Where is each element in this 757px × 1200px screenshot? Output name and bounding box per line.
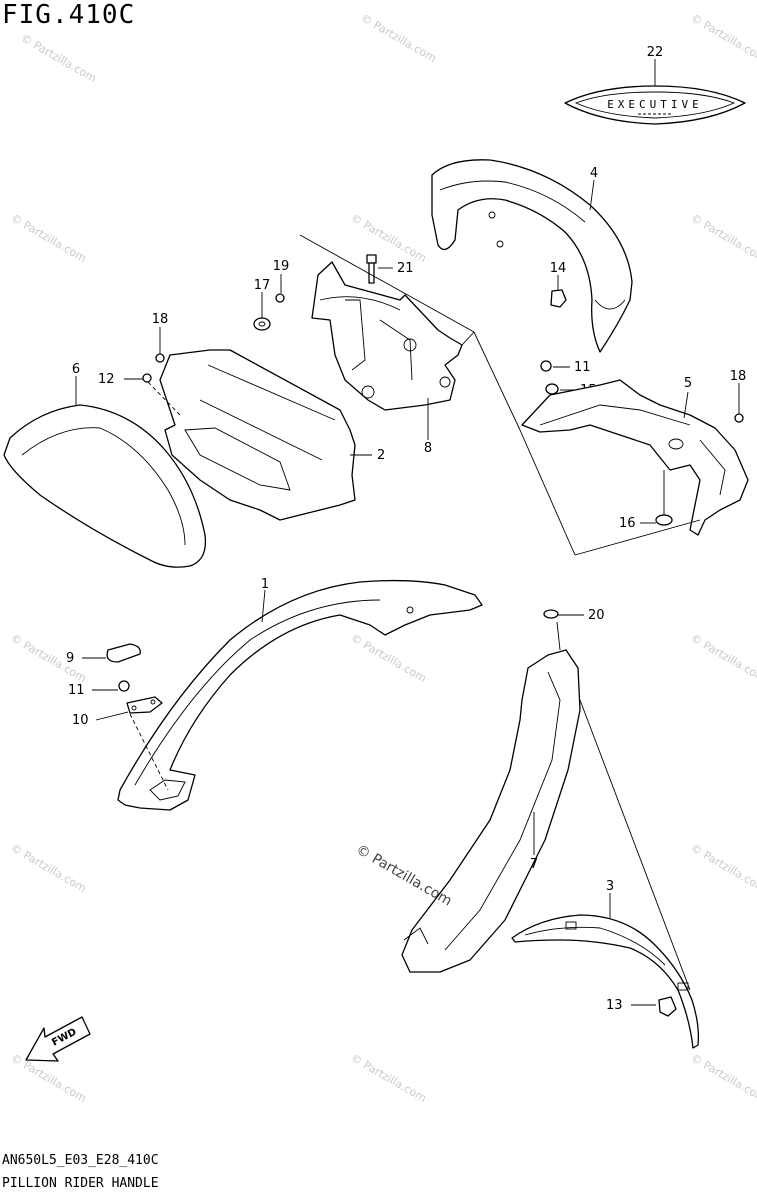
part-5-side-cover[interactable] bbox=[521, 379, 749, 536]
watermark: © Partzilla.com bbox=[359, 11, 439, 65]
watermark: © Partzilla.com bbox=[349, 631, 429, 685]
callout-14: 14 bbox=[550, 261, 567, 276]
callout-13: 13 bbox=[606, 998, 623, 1013]
callout-10: 10 bbox=[72, 713, 89, 728]
watermark: © Partzilla.com bbox=[689, 11, 757, 65]
watermark: © Partzilla.com bbox=[9, 211, 89, 265]
part-11-bolt-lower[interactable] bbox=[118, 680, 130, 692]
watermark: © Partzilla.com bbox=[349, 1051, 429, 1105]
callout-18-right: 18 bbox=[730, 369, 747, 384]
part-15-washer[interactable] bbox=[545, 383, 559, 395]
watermark: © Partzilla.com bbox=[19, 31, 99, 85]
watermark: © Partzilla.com bbox=[689, 211, 757, 265]
part-11-bolt-upper[interactable] bbox=[540, 360, 552, 372]
part-10-plate[interactable] bbox=[126, 696, 163, 714]
callout-1: 1 bbox=[261, 577, 269, 592]
callout-21: 21 bbox=[397, 261, 414, 276]
watermark: © Partzilla.com bbox=[689, 631, 757, 685]
callout-7: 7 bbox=[530, 857, 538, 872]
callout-8: 8 bbox=[424, 441, 432, 456]
part-17-cushion[interactable] bbox=[253, 317, 271, 331]
callout-3: 3 bbox=[606, 879, 614, 894]
watermark: © Partzilla.com bbox=[689, 841, 757, 895]
part-7-side-handle[interactable] bbox=[401, 649, 581, 973]
part-18-screw-left[interactable] bbox=[155, 353, 165, 363]
callout-2: 2 bbox=[377, 448, 385, 463]
watermark: © Partzilla.com bbox=[9, 841, 89, 895]
callout-12: 12 bbox=[98, 372, 115, 387]
callout-6: 6 bbox=[72, 362, 80, 377]
callout-18-left: 18 bbox=[152, 312, 169, 327]
watermark: © Partzilla.com bbox=[349, 211, 429, 265]
callout-11-lower: 11 bbox=[68, 683, 85, 698]
part-6-pad[interactable] bbox=[3, 404, 207, 568]
part-22-emblem[interactable]: EXECUTIVE bbox=[564, 85, 746, 125]
part-13-clip-nut[interactable] bbox=[658, 996, 677, 1017]
fwd-arrow-icon: FWD bbox=[25, 1016, 91, 1062]
callout-4: 4 bbox=[590, 166, 598, 181]
partzilla-watermark: © Partzilla.com bbox=[353, 842, 455, 910]
figure-code: AN650L5_E03_E28_410C bbox=[2, 1153, 159, 1168]
callout-22: 22 bbox=[647, 45, 664, 60]
part-8-bracket[interactable] bbox=[311, 261, 463, 411]
watermark: © Partzilla.com bbox=[9, 631, 89, 685]
callout-11-upper: 11 bbox=[574, 360, 591, 375]
emblem-text: EXECUTIVE bbox=[607, 98, 703, 111]
part-9-cap[interactable] bbox=[106, 643, 141, 663]
part-19-screw[interactable] bbox=[275, 293, 285, 303]
figure-title: FIG.410C bbox=[2, 0, 136, 30]
part-14-nut[interactable] bbox=[550, 289, 567, 308]
callout-17: 17 bbox=[254, 278, 271, 293]
callout-5: 5 bbox=[684, 376, 692, 391]
part-18-screw-right[interactable] bbox=[734, 413, 744, 423]
part-4-rear-cover[interactable] bbox=[431, 159, 633, 353]
callout-19: 19 bbox=[273, 259, 290, 274]
callout-16: 16 bbox=[619, 516, 636, 531]
part-3-lower-cover[interactable] bbox=[511, 914, 700, 1049]
callout-20: 20 bbox=[588, 608, 605, 623]
part-16-grommet[interactable] bbox=[655, 514, 673, 526]
watermark: © Partzilla.com bbox=[689, 1051, 757, 1105]
figure-name: PILLION RIDER HANDLE bbox=[2, 1176, 159, 1191]
callout-9: 9 bbox=[66, 651, 74, 666]
part-1-handle[interactable] bbox=[117, 579, 483, 811]
part-12-bolt[interactable] bbox=[142, 373, 152, 383]
part-21-bolt[interactable] bbox=[366, 254, 377, 284]
part-20-screw[interactable] bbox=[543, 609, 559, 619]
part-2-under-cover[interactable] bbox=[159, 349, 356, 521]
